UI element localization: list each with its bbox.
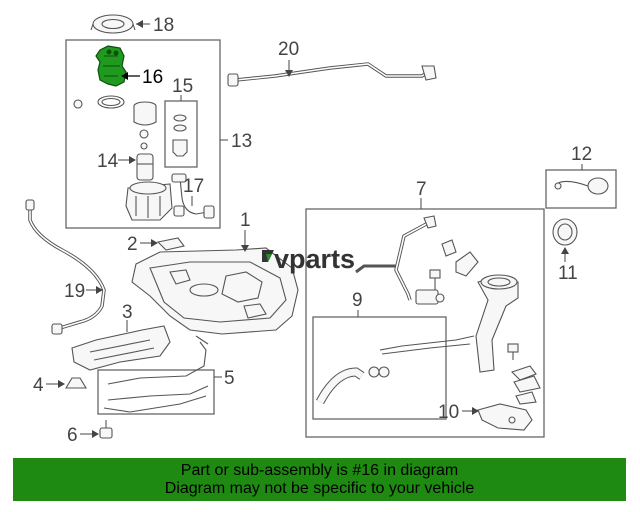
part-filler-neck [475, 274, 519, 373]
part-clamp [441, 239, 479, 277]
inner-box-9 [312, 316, 447, 420]
part-11-filler-gasket [552, 218, 578, 246]
bands-box-5 [97, 369, 215, 415]
callout-10: 10 [438, 402, 459, 423]
callout-12: 12 [571, 144, 592, 165]
part-14-fuel-pump [136, 153, 154, 181]
part-16-fuel-sender-highlighted [95, 45, 127, 87]
part-brackets [507, 343, 541, 405]
callout-3: 3 [122, 302, 133, 323]
part-small-grommet [73, 99, 83, 109]
arrow-18 [136, 20, 143, 28]
callout-2: 2 [127, 234, 138, 255]
part-9-hose [316, 335, 475, 405]
callout-20: 20 [278, 39, 299, 60]
callout-15: 15 [172, 76, 193, 97]
part-3-protector [71, 325, 171, 371]
part-4-grommet [65, 377, 87, 389]
callout-9: 9 [352, 290, 363, 311]
callout-6: 6 [67, 425, 78, 446]
callout-14: 14 [97, 151, 119, 172]
part-2-pad [156, 237, 185, 251]
callout-4: 4 [33, 375, 44, 396]
callout-5: 5 [224, 368, 235, 389]
part-gasket [97, 95, 125, 109]
callout-13: 13 [231, 131, 252, 152]
part-20-breather-tube [227, 62, 437, 87]
callout-19: 19 [64, 281, 85, 302]
part-5-tank-band [103, 335, 209, 413]
bracket-15 [164, 100, 198, 168]
callout-7: 7 [416, 179, 427, 200]
cap-box-12 [545, 169, 617, 209]
part-6-bolt [99, 420, 113, 439]
part-10-cover [477, 403, 533, 431]
part-bolt-small [429, 269, 441, 290]
info-banner: Part or sub-assembly is #16 in diagram D… [13, 458, 626, 501]
filler-pipe-box-7 [305, 208, 545, 438]
part-19-vent-tube [25, 199, 106, 335]
callout-11: 11 [558, 263, 578, 284]
vparts-watermark-logo: vparts [262, 244, 355, 274]
callout-16: 16 [142, 67, 163, 88]
part-15-regulator [172, 114, 188, 157]
part-17-wire-harness [171, 173, 215, 219]
part-filter-cup [133, 101, 157, 126]
watermark-text: vparts [274, 244, 355, 274]
part-1-fuel-tank [131, 247, 299, 335]
pump-assembly-box [65, 39, 221, 229]
part-valve [415, 289, 445, 305]
arrow-16 [121, 72, 128, 80]
callout-17: 17 [183, 176, 204, 197]
part-breather-line [355, 215, 437, 301]
banner-line-1: Part or sub-assembly is #16 in diagram [180, 462, 459, 479]
callout-1: 1 [240, 210, 251, 231]
part-pump-basket [125, 181, 173, 221]
callout-18: 18 [153, 15, 174, 36]
banner-line-2: Diagram may not be specific to your vehi… [164, 480, 475, 497]
parts-diagram: vparts 18 16 20 15 13 14 17 12 7 1 2 11 … [25, 14, 617, 446]
part-12-fuel-cap [554, 177, 609, 195]
part-18-retaining-ring [90, 14, 136, 34]
